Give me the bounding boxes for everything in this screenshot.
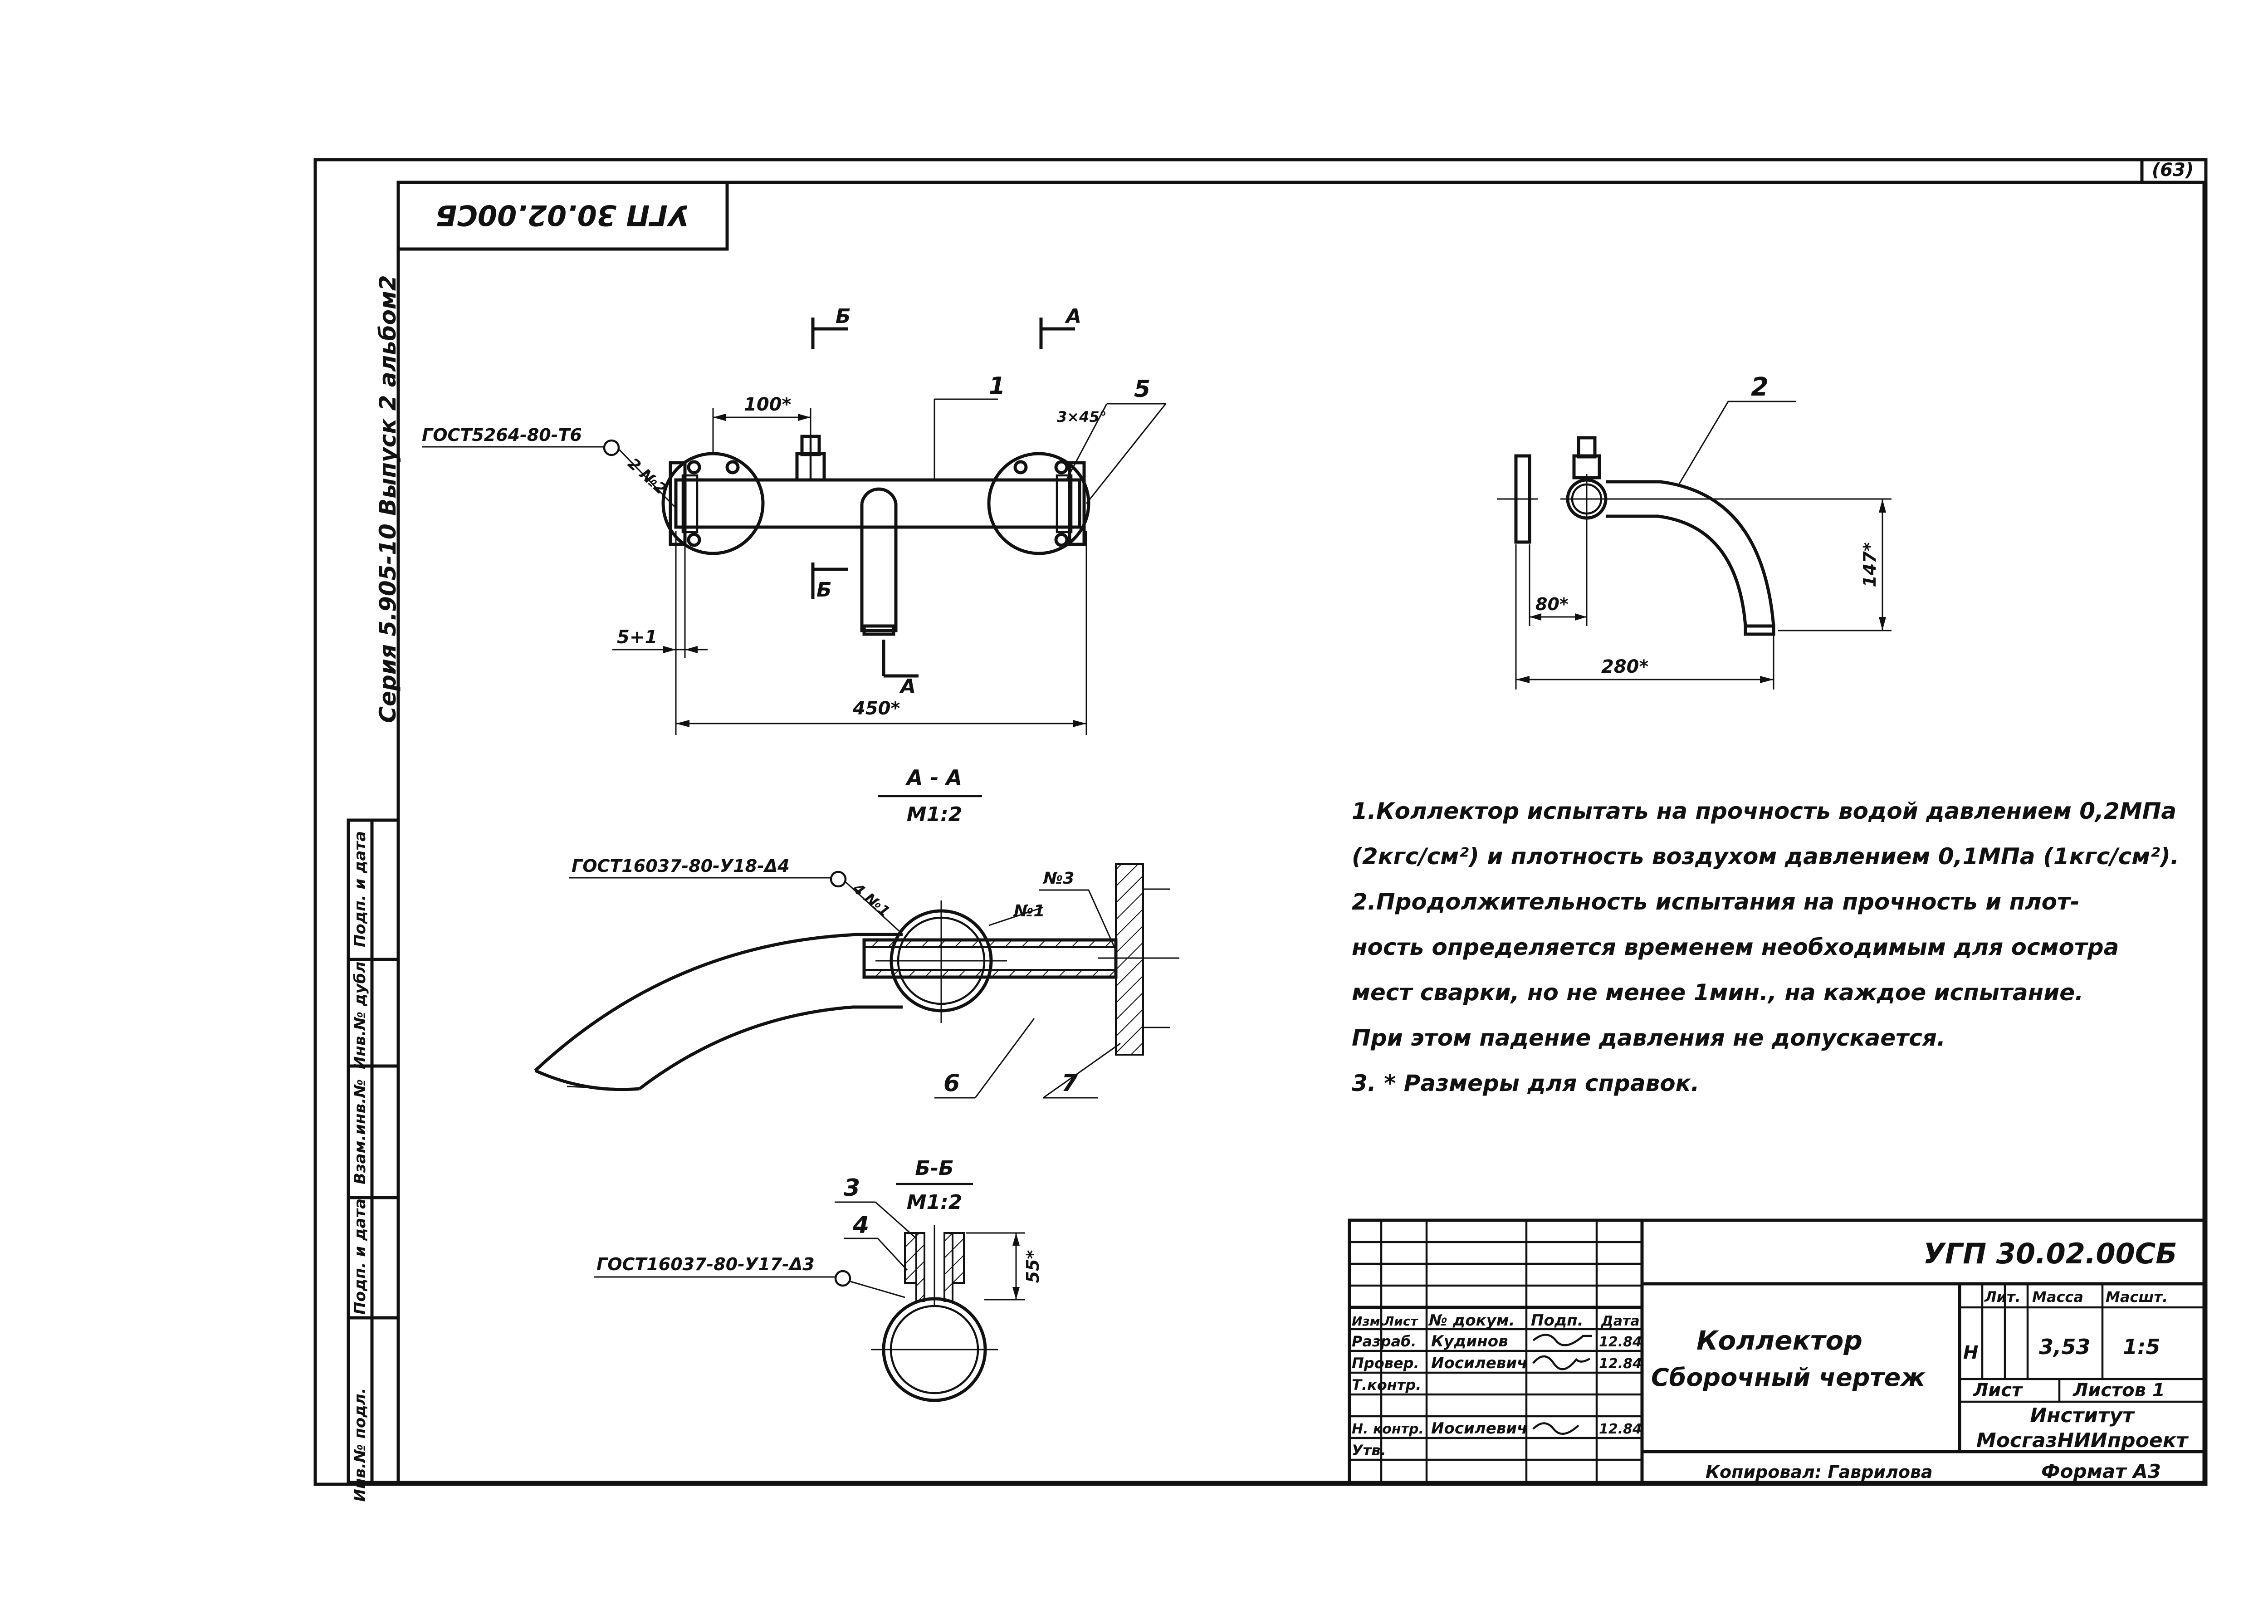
copied-by: Копировал: Гаврилова: [1706, 1462, 1933, 1482]
front-weld-mark: 2 №2: [624, 455, 670, 499]
note-line: 1.Коллектор испытать на прочность водой …: [1352, 798, 2176, 824]
tb-sheets-label: Листов 1: [2072, 1380, 2165, 1401]
aa-leader-7: 7: [1061, 1070, 1078, 1097]
tb-role: Провер.: [1352, 1355, 1419, 1372]
front-section-b-bottom: Б: [816, 578, 832, 602]
note-line: 3. * Размеры для справок.: [1352, 1070, 1700, 1096]
tb-col-dokum: № докум.: [1428, 1311, 1515, 1330]
signatures: [1532, 1334, 1592, 1435]
svg-text:Серия 5.905-10 Выпуск 2 альбом: Серия 5.905-10 Выпуск 2 альбом2: [375, 275, 401, 723]
format-label: Формат А3: [2041, 1460, 2161, 1482]
tb-lit-header: Лит.: [1984, 1288, 2021, 1306]
aa-gost-label: ГОСТ16037-80-У18-Δ4: [572, 856, 790, 876]
stamp-inv-dubl: Инв.№ дубл.: [351, 956, 369, 1069]
tb-role: Н. контр.: [1352, 1421, 1424, 1437]
tb-name-line1: Коллектор: [1696, 1325, 1862, 1356]
tb-role: Т.контр.: [1352, 1376, 1421, 1394]
front-section-b-top: Б: [836, 305, 851, 328]
tb-col-data: Дата: [1601, 1313, 1640, 1329]
bb-leader-4: 4: [852, 1212, 869, 1239]
tb-scale-header: Масшт.: [2106, 1288, 2168, 1306]
title-block: [1348, 1218, 2206, 1484]
front-gost-label: ГОСТ5264-80-Т6: [422, 425, 582, 445]
tb-role: Утв.: [1352, 1442, 1386, 1459]
side-dim-280: 280*: [1601, 656, 1648, 677]
front-section-a-bottom: А: [899, 675, 916, 698]
tb-col-list: Лист: [1383, 1314, 1418, 1329]
tb-mass-header: Масса: [2032, 1288, 2083, 1306]
front-section-a-top: А: [1065, 305, 1081, 328]
note-line: мест сварки, но не менее 1мин., на каждо…: [1352, 979, 2083, 1006]
front-view: [422, 318, 1167, 735]
tb-scale-value: 1:5: [2123, 1335, 2160, 1359]
tb-role: Разраб.: [1352, 1333, 1417, 1350]
front-dim-5: 5+1: [617, 627, 657, 648]
tb-lit-value: Н: [1963, 1342, 1978, 1363]
section-bb-view: [594, 1201, 1025, 1402]
bb-title: Б-Б: [915, 1157, 953, 1180]
aa-title: А - А: [905, 765, 962, 790]
note-line: ность определяется временем необходимым …: [1352, 934, 2119, 960]
side-dim-147: 147*: [1860, 542, 1880, 587]
tb-mass-value: 3,53: [2039, 1335, 2091, 1359]
bb-dim-55: 55*: [1023, 1250, 1043, 1283]
stamp-inv-podl: Инв.№ подл.: [351, 1388, 369, 1502]
bb-scale: М1:2: [907, 1191, 963, 1214]
front-leader-5: 5: [1134, 376, 1150, 403]
notes: 1.Коллектор испытать на прочность водой …: [1352, 798, 2179, 1096]
side-leader-2: 2: [1751, 372, 1769, 402]
stamp-vzam-inv: Взам.инв.№: [351, 1079, 369, 1184]
tb-code: УГП 30.02.00СБ: [1923, 1237, 2177, 1270]
note-line: 2.Продолжительность испытания на прочнос…: [1352, 889, 2080, 915]
stamp-podp-data-1: Подп. и дата: [351, 1198, 369, 1315]
side-view: [1497, 401, 1892, 690]
front-dim-3x45: 3×45°: [1057, 408, 1107, 426]
tb-org-line2: МосгазНИИпроект: [1976, 1429, 2189, 1452]
side-dim-80: 80*: [1535, 594, 1569, 614]
bb-gost-label: ГОСТ16037-80-У17-Δ3: [596, 1254, 815, 1274]
note-line: При этом падение давления не допускается…: [1352, 1025, 1945, 1051]
aa-weld-mark: 4 №1: [849, 879, 893, 920]
series-vertical-label: Серия 5.905-10 Выпуск 2 альбом2: [375, 275, 401, 723]
front-dim-100: 100*: [744, 394, 791, 415]
top-code-mirrored: УГП 30.02.00СБ: [435, 199, 689, 232]
note-line: (2кгс/см²) и плотность воздухом давление…: [1352, 843, 2179, 870]
tb-date: 12.84: [1599, 1356, 1642, 1372]
svg-text:УГП 30.02.00СБ: УГП 30.02.00СБ: [435, 199, 689, 232]
side-stamp: Инв.№ подл. Подп. и дата Взам.инв.№ Инв.…: [347, 818, 400, 1502]
aa-no1: №1: [1013, 902, 1045, 920]
tb-name: Иосилевич: [1431, 1419, 1527, 1438]
tb-name: Кудинов: [1431, 1332, 1508, 1350]
tb-col-izm: Изм.: [1352, 1314, 1385, 1329]
tb-date: 12.84: [1599, 1334, 1642, 1350]
tb-name: Иосилевич: [1431, 1354, 1527, 1372]
tb-org-line1: Институт: [2030, 1404, 2135, 1427]
aa-leader-6: 6: [943, 1070, 960, 1097]
aa-no3: №3: [1042, 869, 1074, 888]
page-number: (63): [2152, 160, 2194, 181]
tb-sheet-label: Лист: [1973, 1380, 2024, 1401]
stamp-podp-data-2: Подп. и дата: [351, 831, 369, 947]
tb-name-line2: Сборочный чертеж: [1651, 1363, 1926, 1392]
tb-col-podp: Подп.: [1531, 1311, 1584, 1330]
tb-date: 12.84: [1599, 1421, 1642, 1437]
front-leader-1: 1: [989, 372, 1005, 400]
section-aa-view: [534, 863, 1179, 1099]
front-dim-450: 450*: [852, 698, 900, 719]
bb-leader-3: 3: [844, 1174, 860, 1202]
aa-scale: М1:2: [907, 803, 963, 826]
